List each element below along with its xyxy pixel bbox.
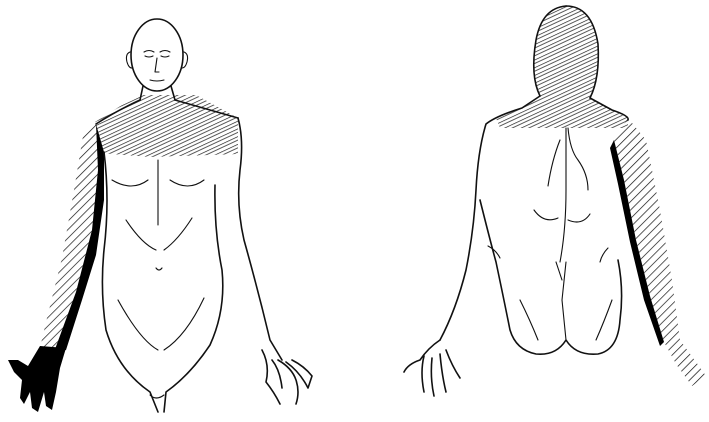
front-body-figure	[8, 19, 312, 412]
front-shoulder-shading	[95, 95, 238, 157]
back-body-figure	[404, 6, 706, 396]
front-hand-solid	[8, 346, 66, 412]
